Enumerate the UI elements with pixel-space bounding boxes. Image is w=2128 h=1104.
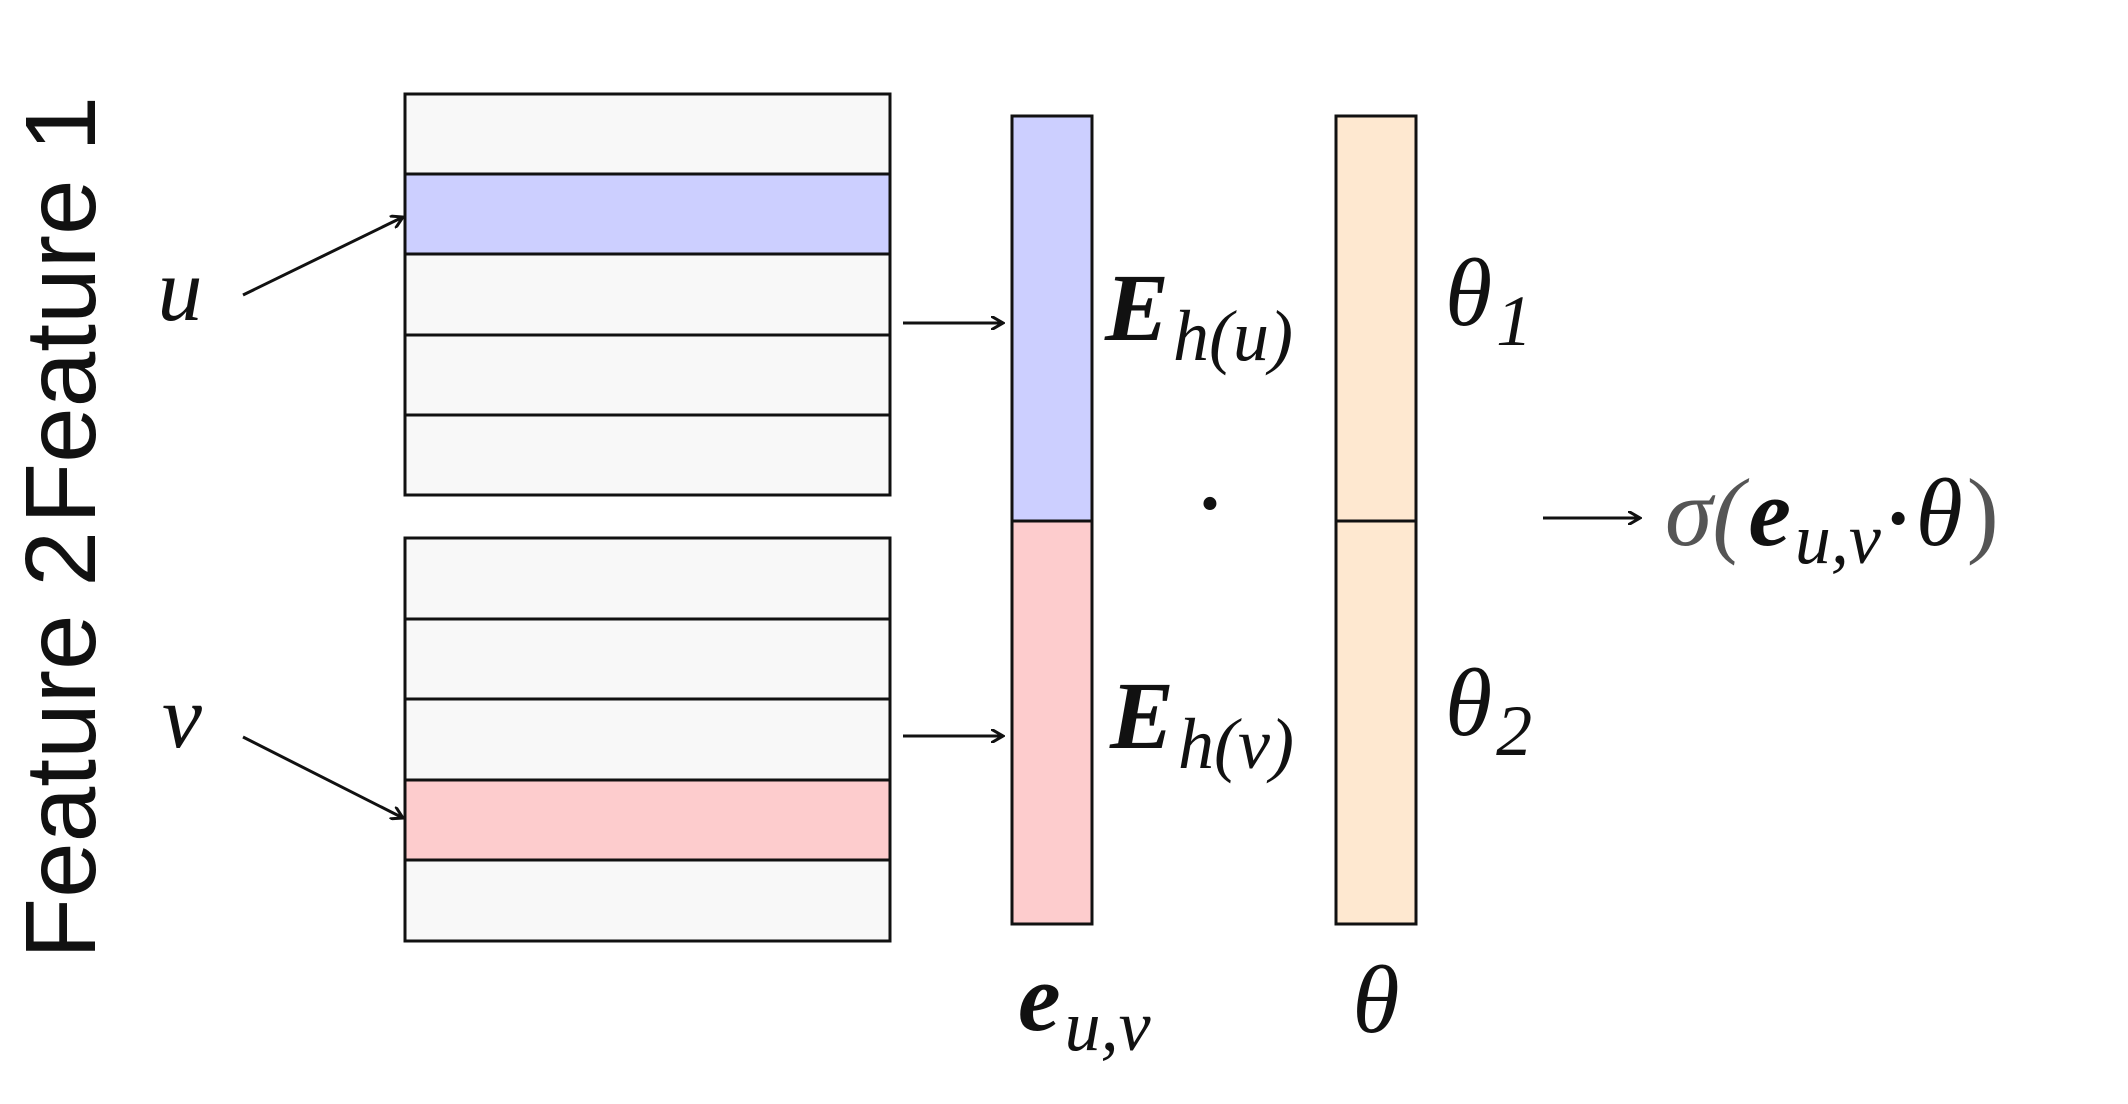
- e-subscript: u,v: [1065, 986, 1151, 1066]
- theta-bottom-segment: [1334, 519, 1418, 926]
- e-uv-label: e u,v: [1018, 944, 1151, 1066]
- feature2-label: Feature 2: [5, 531, 117, 959]
- table-row: [403, 252, 892, 337]
- table-row: [403, 413, 892, 497]
- theta-symbol: θ: [1445, 239, 1492, 346]
- concatenated-embedding-vector: [1010, 114, 1094, 926]
- E-symbol: E: [1104, 254, 1169, 361]
- v-variable: v: [162, 668, 202, 767]
- dot-product-symbol: ·: [1197, 460, 1224, 548]
- table-row: [403, 697, 892, 782]
- table-row-highlighted: [403, 778, 892, 862]
- table-row: [403, 536, 892, 621]
- feature1-table: [403, 92, 892, 497]
- feature2-table: [403, 536, 892, 943]
- theta2-label: θ 2: [1445, 649, 1532, 771]
- theta-top-segment: [1334, 114, 1418, 523]
- E-hu-label: E h(u): [1104, 254, 1293, 376]
- output-e-subscript: u,v: [1795, 499, 1881, 579]
- vector-bottom-segment: [1010, 519, 1094, 926]
- table-row: [403, 617, 892, 701]
- output-e-symbol: e: [1748, 459, 1791, 566]
- theta-vector: [1334, 114, 1418, 926]
- table-row: [403, 333, 892, 417]
- theta-symbol: θ: [1445, 649, 1492, 756]
- sigmoid-output-expression: σ( e u,v · θ ): [1665, 459, 1999, 579]
- output-close-paren: ): [1967, 459, 1999, 566]
- theta-label: θ: [1352, 946, 1399, 1053]
- theta1-label: θ 1: [1445, 239, 1532, 361]
- E-symbol: E: [1109, 662, 1174, 769]
- u-variable: u: [158, 241, 203, 340]
- u-to-table-arrow: [242, 217, 403, 297]
- E-subscript-hu: h(u): [1173, 296, 1293, 376]
- vector-top-segment: [1010, 114, 1094, 523]
- output-dot: ·: [1885, 475, 1912, 563]
- feature1-label: Feature 1: [5, 96, 117, 524]
- table-row: [403, 92, 892, 176]
- theta1-subscript: 1: [1496, 281, 1532, 361]
- e-symbol: e: [1018, 944, 1061, 1051]
- output-theta: θ: [1916, 459, 1963, 566]
- table-row: [403, 858, 892, 943]
- theta2-subscript: 2: [1496, 691, 1532, 771]
- E-hv-label: E h(v): [1109, 662, 1294, 784]
- v-to-table-arrow: [242, 735, 403, 818]
- table-row-highlighted: [403, 172, 892, 256]
- E-subscript-hv: h(v): [1178, 704, 1294, 784]
- sigma-open: σ(: [1665, 459, 1749, 566]
